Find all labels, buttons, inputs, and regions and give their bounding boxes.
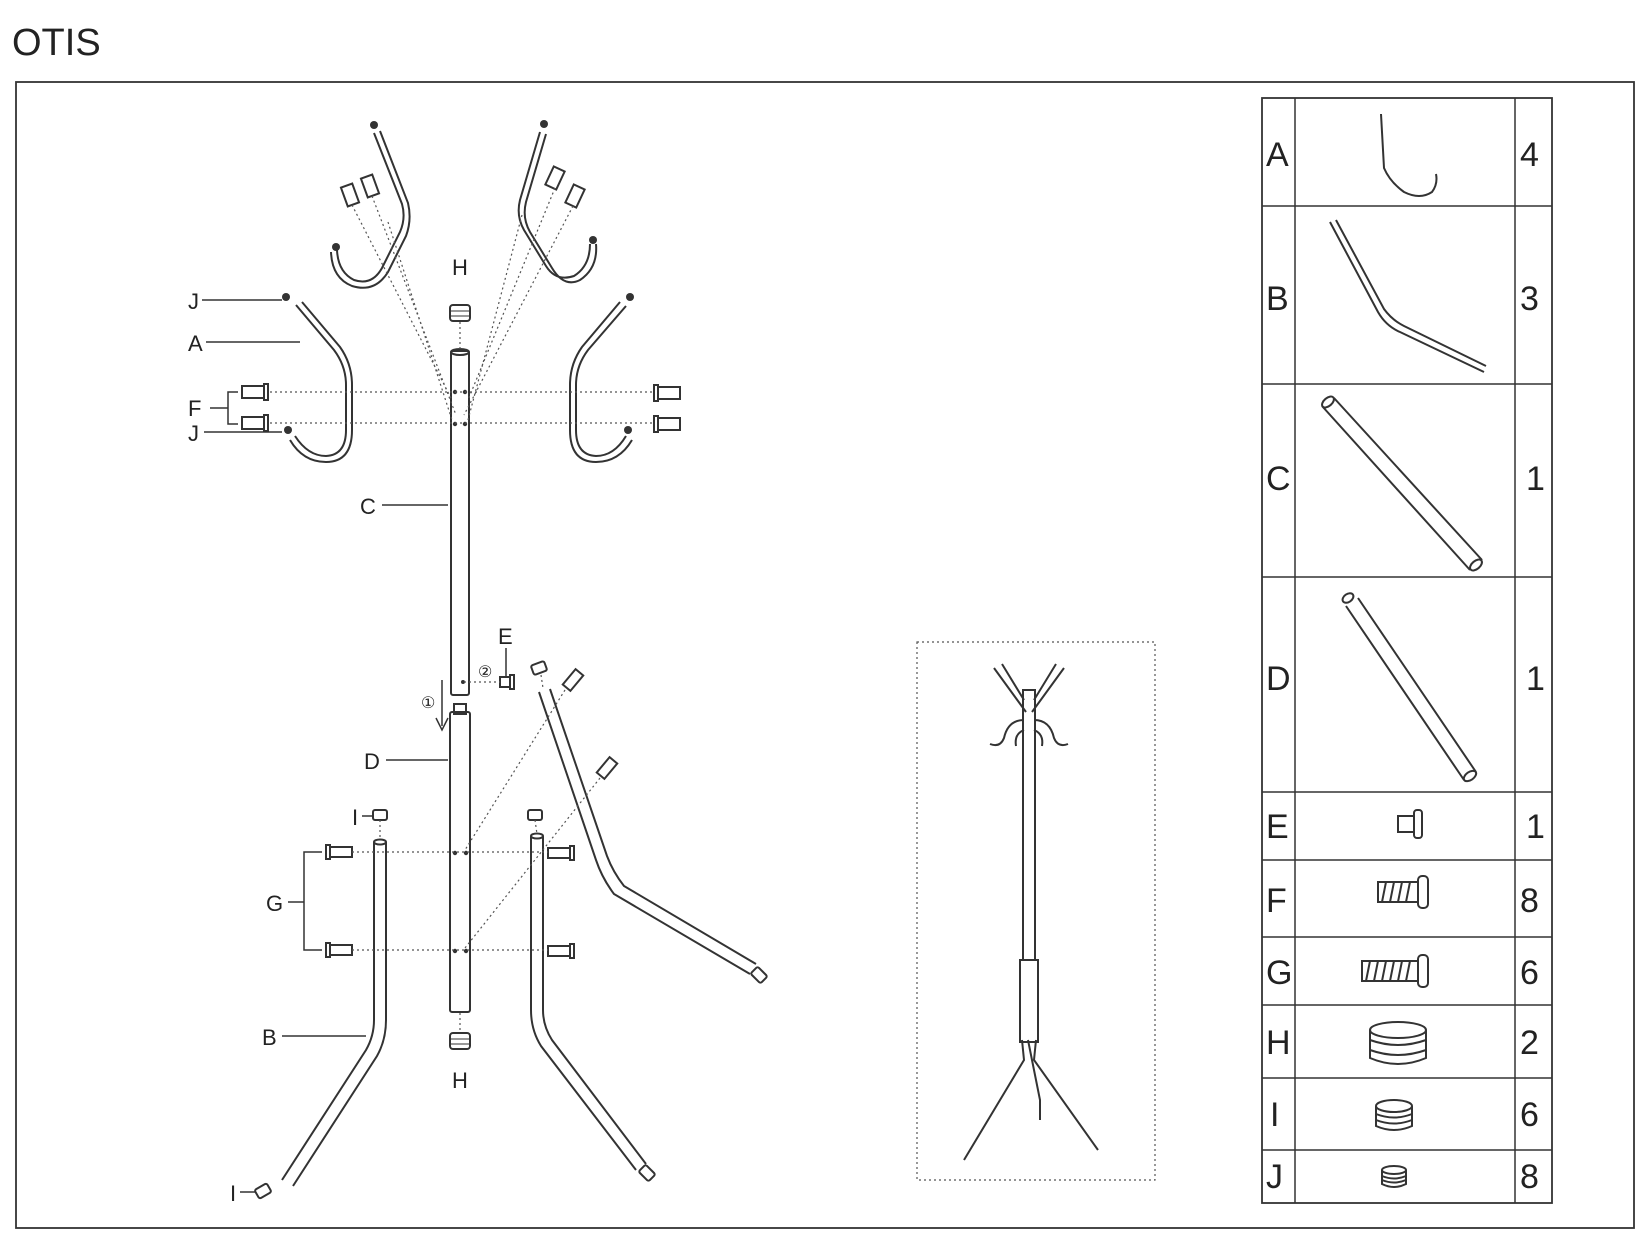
part-qty: 4 (1520, 136, 1539, 174)
table-row: J 8 (1266, 1158, 1539, 1196)
label-e: E (498, 624, 513, 649)
part-qty: 3 (1520, 280, 1539, 318)
assembled-frame (916, 641, 1156, 1181)
hook-top-left (330, 130, 411, 289)
cap-j (626, 293, 634, 301)
part-letter: B (1266, 280, 1289, 318)
upper-tube-c (450, 348, 470, 696)
table-row: B 3 (1266, 219, 1539, 373)
label-b: B (262, 1025, 277, 1050)
part-qty: 6 (1520, 954, 1539, 992)
hook-icon (1380, 113, 1438, 197)
hook-left-side (289, 301, 353, 464)
part-letter: F (1266, 882, 1287, 920)
parts-table: A 4 B 3 C 1 D 1 (1261, 97, 1553, 1204)
part-letter: C (1266, 460, 1291, 498)
label-h: H (452, 255, 468, 280)
small-screw-icon (1397, 809, 1423, 839)
cap-j (282, 293, 290, 301)
lower-tube-d (449, 703, 471, 1013)
long-screw-icon (1361, 954, 1429, 988)
label-i: I (352, 805, 358, 830)
label-h: H (452, 1068, 468, 1093)
part-qty: 1 (1526, 660, 1545, 698)
hook-top-right (517, 131, 598, 284)
large-cap-icon (1369, 1021, 1427, 1065)
part-letter: G (1266, 954, 1292, 992)
medium-cap-icon (1375, 1099, 1413, 1131)
exploded-view: J A F J C D E H H I G B I ① ② (188, 120, 768, 1206)
lower-tube-icon (1341, 592, 1478, 783)
part-qty: 1 (1526, 808, 1545, 846)
part-qty: 6 (1520, 1096, 1539, 1134)
label-c: C (360, 494, 376, 519)
step-2-marker: ② (478, 664, 492, 681)
label-f: F (188, 396, 201, 421)
cap-i (638, 1164, 656, 1182)
table-row: E 1 (1266, 808, 1545, 846)
table-row: D 1 (1266, 592, 1545, 783)
part-letter: D (1266, 660, 1291, 698)
screws-f (241, 165, 681, 433)
screws-g (325, 667, 619, 959)
cap-h-bottom (449, 1032, 471, 1050)
step-1-marker: ① (421, 695, 435, 712)
part-letter: E (1266, 808, 1289, 846)
screw-e (499, 674, 515, 690)
label-i: I (230, 1181, 236, 1206)
part-qty: 1 (1526, 460, 1545, 498)
part-qty: 8 (1520, 882, 1539, 920)
part-letter: I (1270, 1096, 1279, 1134)
table-row: G 6 (1266, 954, 1539, 992)
leg-right (530, 832, 647, 1171)
label-a: A (188, 331, 203, 356)
table-row: F 8 (1266, 875, 1539, 920)
cap-j (589, 236, 597, 244)
table-row: I 6 (1270, 1096, 1539, 1134)
cap-i (530, 660, 548, 676)
upper-tube-icon (1321, 395, 1483, 572)
part-qty: 8 (1520, 1158, 1539, 1196)
hook-right-side (569, 301, 633, 464)
part-letter: J (1266, 1158, 1283, 1196)
cap-i (372, 809, 388, 821)
part-qty: 2 (1520, 1024, 1539, 1062)
table-row: A 4 (1266, 113, 1539, 197)
medium-screw-icon (1377, 875, 1429, 909)
leg-back (538, 688, 757, 975)
page-title: OTIS (12, 22, 101, 64)
label-d: D (364, 749, 380, 774)
cap-j (284, 426, 292, 434)
cap-i (527, 809, 543, 821)
cap-i (750, 966, 768, 984)
part-letter: H (1266, 1024, 1291, 1062)
cap-j (332, 243, 340, 251)
part-letter: A (1266, 136, 1289, 174)
leg-left (281, 838, 387, 1187)
cap-j (624, 426, 632, 434)
leg-icon (1329, 221, 1485, 373)
label-j: J (188, 289, 199, 314)
cap-j (540, 120, 548, 128)
small-cap-icon (1381, 1165, 1407, 1188)
cap-h-top (449, 304, 471, 322)
cap-i (254, 1182, 272, 1200)
label-j: J (188, 421, 199, 446)
table-row: C 1 (1266, 395, 1545, 572)
assembled-view (916, 641, 1156, 1181)
label-g: G (266, 891, 283, 916)
table-row: H 2 (1266, 1021, 1539, 1065)
cap-j (370, 121, 378, 129)
outer-frame (15, 81, 1635, 1229)
